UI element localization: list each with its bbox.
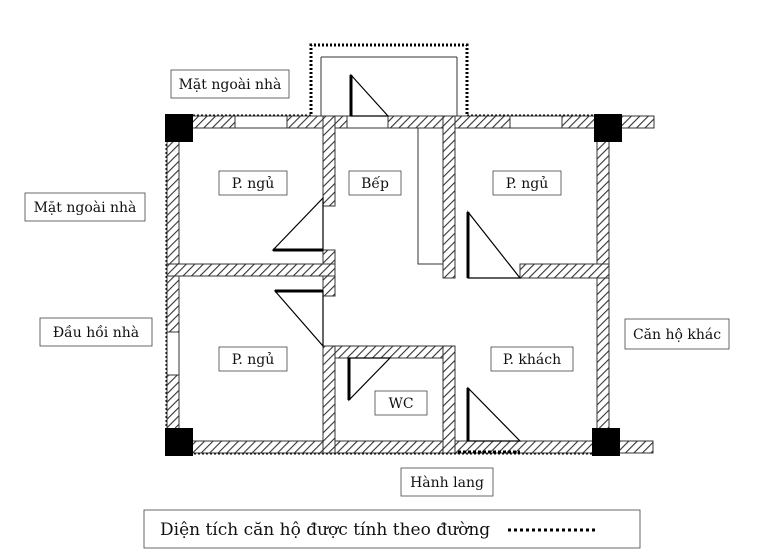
wall-interior-left-horizontal xyxy=(166,263,336,277)
window-top-right xyxy=(509,115,563,129)
legend: Diện tích căn hộ được tính theo đường xyxy=(143,509,641,549)
room-label-wc: WC xyxy=(388,396,413,412)
walls xyxy=(166,115,655,454)
room-label-bedroom-top-right: P. ngủ xyxy=(506,175,548,192)
room-label-bedroom-bottom-left: P. ngủ xyxy=(232,351,274,368)
wall-wc-top xyxy=(334,345,456,359)
openings xyxy=(166,115,563,376)
wall-interior-left-upper xyxy=(322,115,336,207)
wall-interior-left-lower xyxy=(322,345,336,454)
wall-wc-right xyxy=(442,345,456,454)
balcony xyxy=(320,56,458,116)
wall-left-upper xyxy=(166,115,180,333)
wall-bottom xyxy=(166,440,654,454)
door-bedroom-top-right xyxy=(467,210,522,279)
door-kitchen-balcony xyxy=(350,73,390,117)
doors xyxy=(271,73,522,442)
legend-text: Diện tích căn hộ được tính theo đường xyxy=(160,520,490,540)
column-top-left xyxy=(165,114,193,142)
column-bottom-right xyxy=(592,428,620,456)
door-living-entrance xyxy=(467,386,522,442)
column-top-right xyxy=(594,114,622,142)
outside-labels: Mặt ngoài nhà Mặt ngoài nhà Đầu hồi nhà … xyxy=(24,69,730,497)
label-mat-ngoai-nha-top: Mặt ngoài nhà xyxy=(179,76,282,93)
room-label-living-room: P. khách xyxy=(503,352,561,368)
door-bedroom-bottom-left xyxy=(273,290,324,348)
room-label-kitchen: Bếp xyxy=(361,175,389,192)
wall-top-left-2 xyxy=(286,115,348,129)
wall-right-bedroom-bottom xyxy=(519,263,610,279)
label-dau-hoi-nha: Đầu hồi nhà xyxy=(53,324,139,341)
door-threshold-kitchen xyxy=(346,115,389,129)
window-top-left xyxy=(234,115,288,129)
door-bedroom-top-left xyxy=(271,196,324,251)
room-label-bedroom-top-left: P. ngủ xyxy=(232,175,274,192)
room-labels: P. ngủ Bếp P. ngủ P. ngủ WC P. khách xyxy=(218,170,574,416)
column-bottom-left xyxy=(165,428,193,456)
wall-right xyxy=(596,115,610,454)
label-can-ho-khac: Căn hộ khác xyxy=(633,327,721,343)
columns xyxy=(165,114,622,456)
wall-right-bedroom-left xyxy=(442,115,456,279)
window-left xyxy=(166,331,180,376)
kitchen-counter xyxy=(417,127,444,265)
label-hanh-lang: Hành lang xyxy=(410,474,484,491)
label-mat-ngoai-nha-left: Mặt ngoài nhà xyxy=(34,199,137,216)
